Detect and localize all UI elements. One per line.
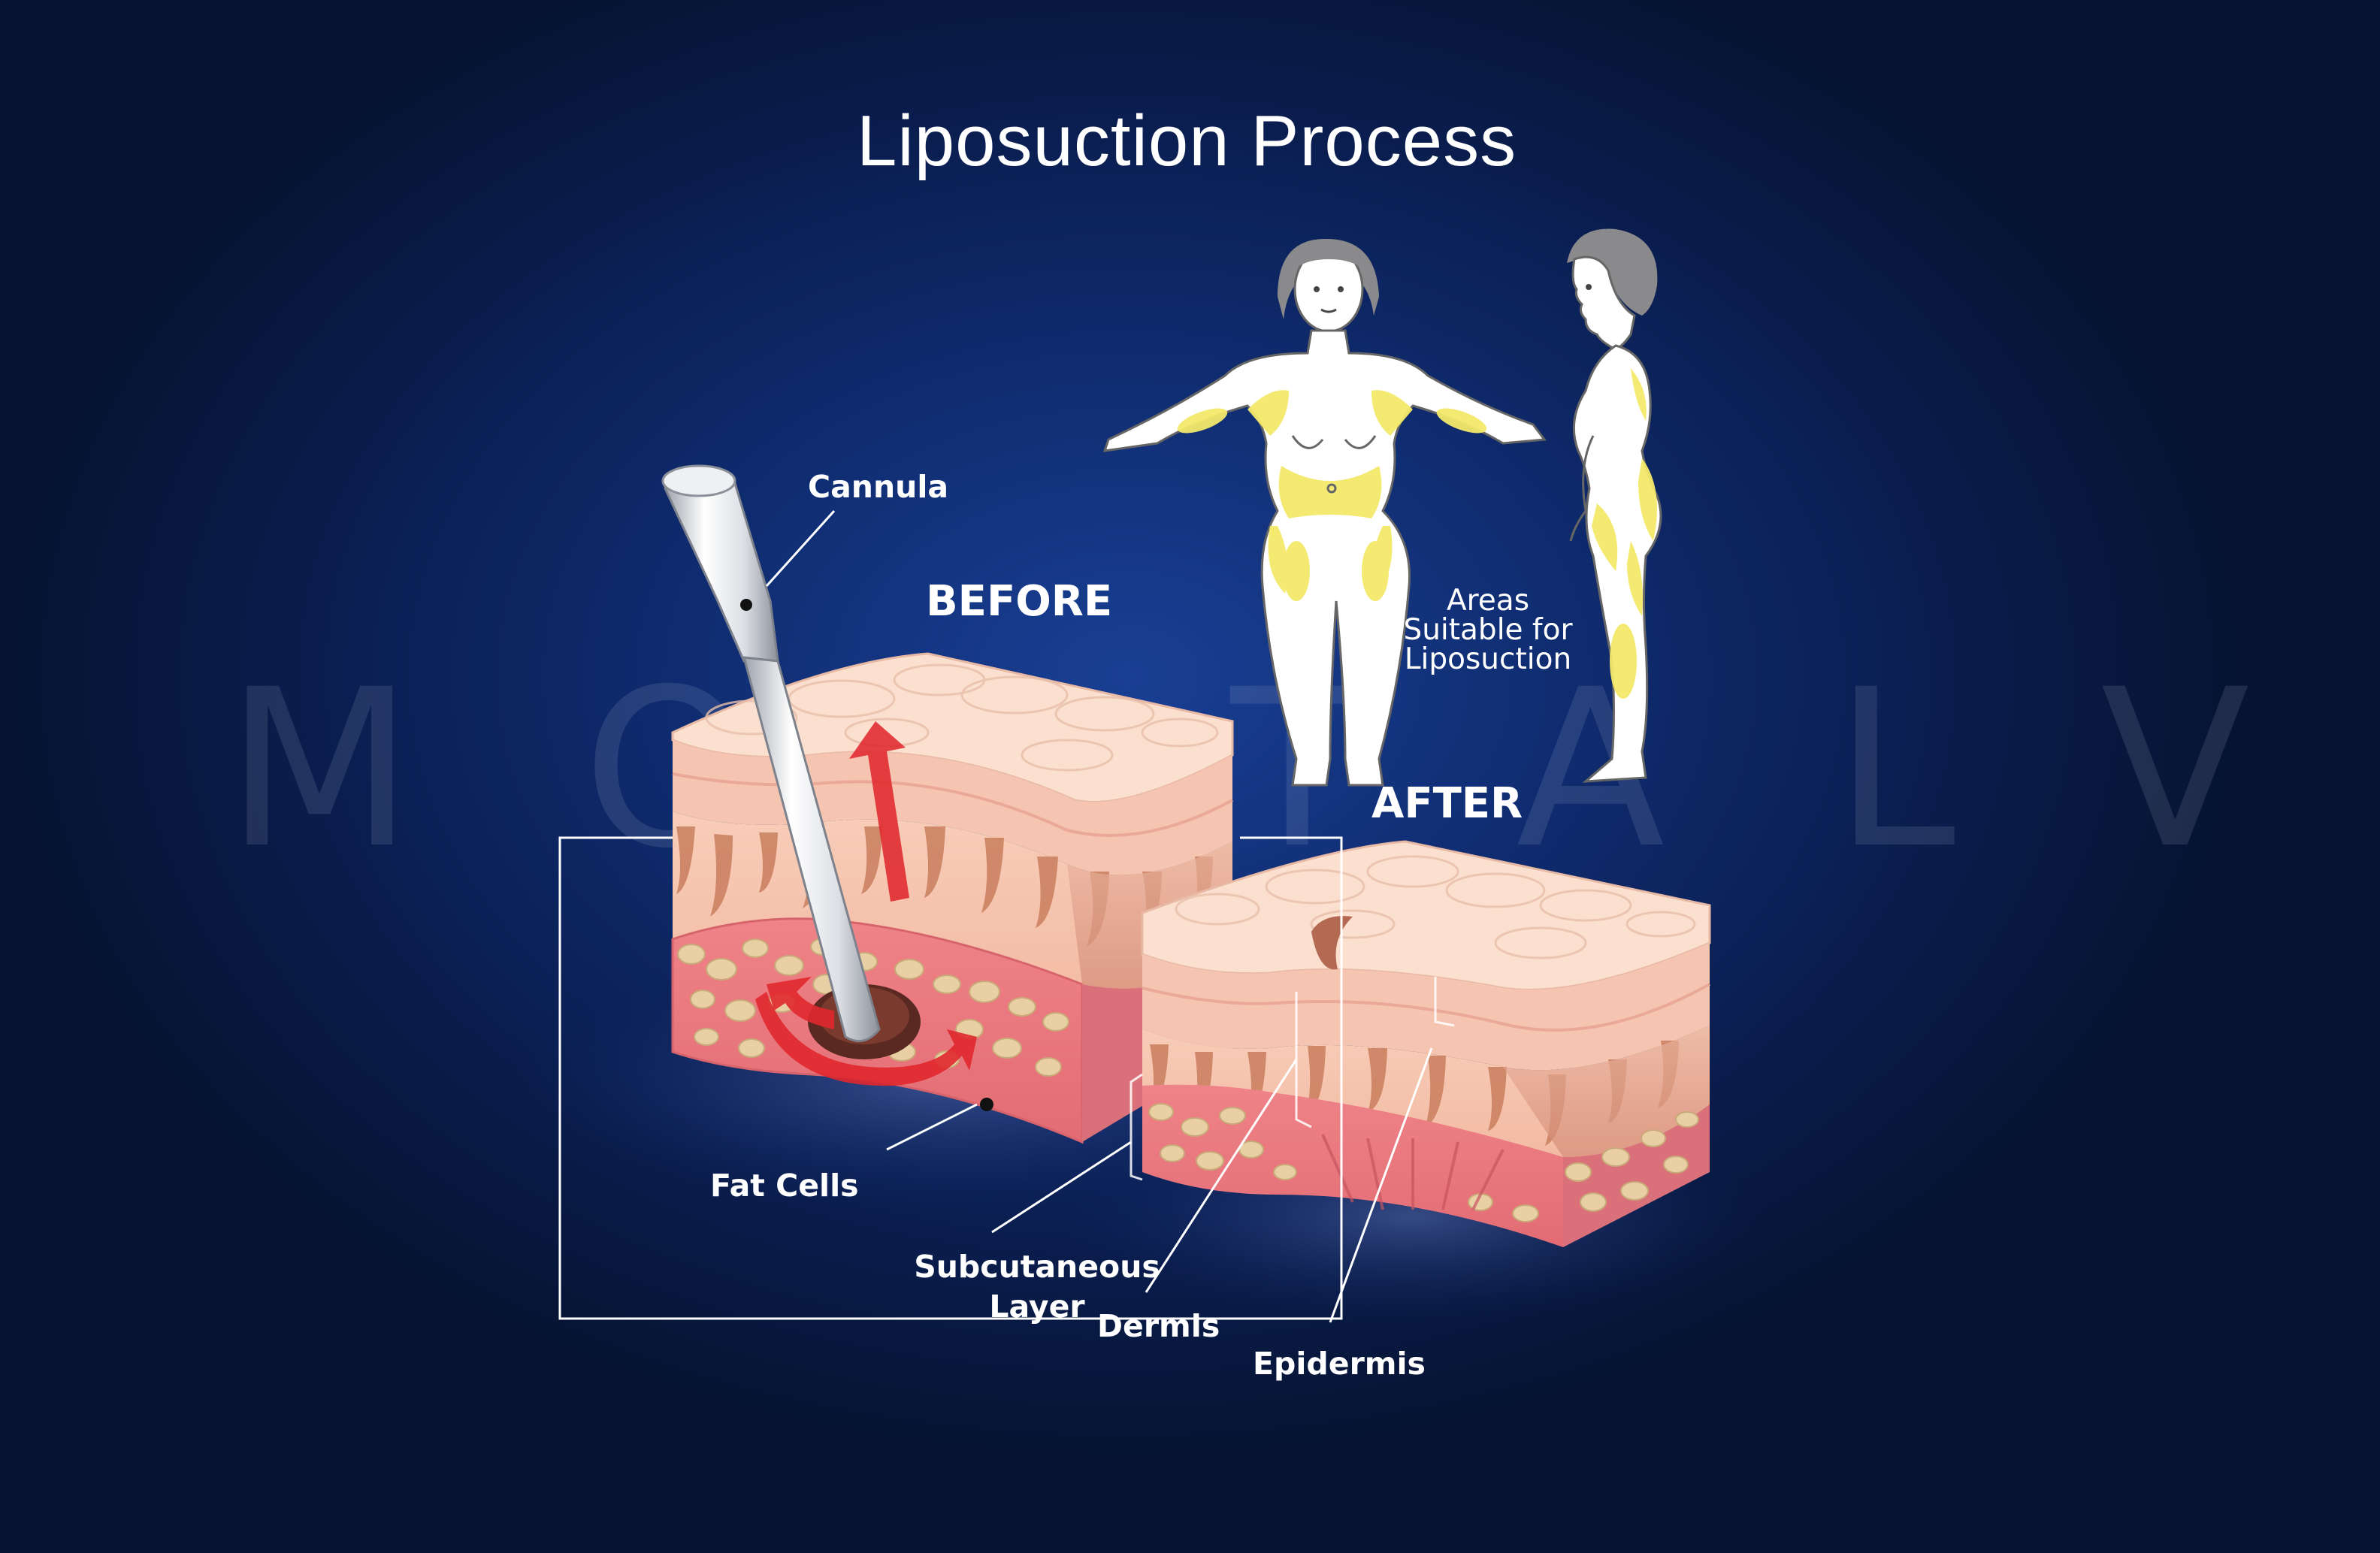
diagram-title: Liposuction Process (857, 101, 1517, 181)
subcutaneous-line-1: Subcutaneous (914, 1249, 1160, 1285)
dermis-label: Dermis (1097, 1308, 1220, 1344)
before-heading: BEFORE (926, 577, 1113, 626)
areas-suitable-label: Areas Suitable for Liposuction (1383, 586, 1593, 674)
front-figure (1102, 238, 1547, 787)
side-figure (1567, 228, 1662, 783)
fat-cell-marker (980, 1098, 993, 1111)
cannula-instrument (661, 464, 881, 1043)
leader-lines (558, 509, 1433, 1323)
up-arrow (849, 721, 909, 902)
subcutaneous-line-2: Layer (989, 1289, 1085, 1325)
after-heading: AFTER (1371, 779, 1523, 828)
circular-arrow-left (767, 977, 834, 1029)
cannula-label: Cannula (808, 469, 949, 505)
areas-line-1: Areas (1446, 584, 1530, 618)
areas-line-2: Suitable for (1403, 613, 1573, 647)
after-skin-block (1130, 840, 1711, 1247)
circular-arrow-right (755, 992, 977, 1086)
fat-cells-label: Fat Cells (710, 1168, 859, 1204)
epidermis-label: Epidermis (1253, 1346, 1426, 1382)
subcutaneous-layer-label: Subcutaneous Layer (879, 1247, 1195, 1328)
areas-line-3: Liposuction (1404, 642, 1572, 676)
